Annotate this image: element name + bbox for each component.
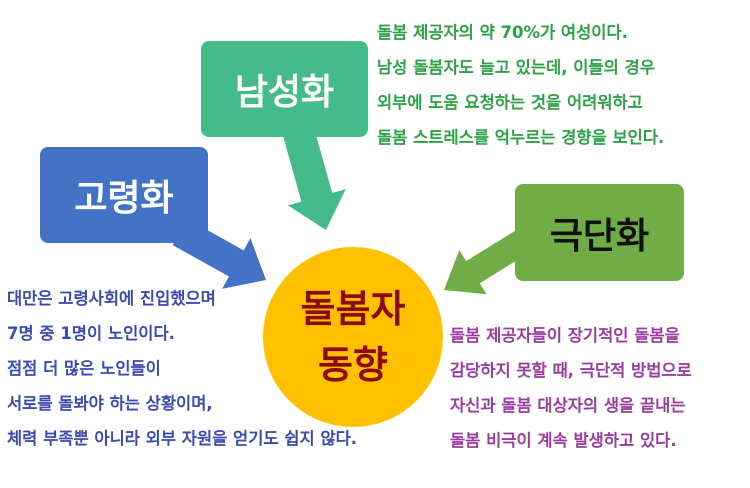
male-description-line: 외부에 도움 요청하는 것을 어려워하고 [377, 93, 643, 112]
extreme-description-line: 감당하지 못할 때, 극단적 방법으로 [450, 361, 692, 380]
extreme-trend-label: 극단화 [549, 215, 650, 257]
extreme-arrow [444, 228, 532, 295]
center-title-line1: 돌봄자 [300, 287, 406, 331]
aging-description-line: 체력 부족뿐 아니라 외부 자원을 얻기도 쉽지 않다. [7, 429, 358, 448]
extreme-trend-box: 극단화 [515, 184, 684, 281]
aging-description-line: 7명 중 1명이 노인이다. [7, 324, 175, 343]
extreme-description-line: 돌봄 제공자들이 장기적인 돌봄을 [450, 326, 680, 345]
male-trend-label: 남성화 [234, 72, 335, 113]
center-circle: 돌봄자 동향 [263, 247, 443, 427]
male-description-line: 남성 돌봄자도 늘고 있는데, 이들의 경우 [377, 58, 655, 77]
male-trend-box: 남성화 [201, 41, 368, 137]
aging-description-line: 대만은 고령사회에 진입했으며 [7, 289, 216, 308]
center-title-line2: 동향 [318, 343, 388, 387]
male-description: 돌봄 제공자의 약 70%가 여성이다. 남성 돌봄자도 늘고 있는데, 이들의… [377, 15, 664, 155]
extreme-description-line: 돌봄 비극이 계속 발생하고 있다. [450, 431, 677, 450]
aging-description-line: 서로를 돌봐야 하는 상황이며, [7, 394, 213, 413]
aging-description-line: 점점 더 많은 노인들이 [7, 359, 161, 378]
extreme-description-line: 자신과 돌봄 대상자의 생을 끝내는 [450, 396, 686, 415]
aging-trend-box: 고령화 [40, 147, 208, 243]
aging-description: 대만은 고령사회에 진입했으며 7명 중 1명이 노인이다. 점점 더 많은 노… [7, 281, 357, 456]
male-description-line: 돌봄 스트레스를 억누르는 경향을 보인다. [377, 128, 665, 147]
male-arrow [282, 125, 346, 230]
aging-trend-label: 고령화 [74, 178, 174, 219]
male-description-line: 돌봄 제공자의 약 70%가 여성이다. [377, 23, 628, 42]
extreme-description: 돌봄 제공자들이 장기적인 돌봄을 감당하지 못할 때, 극단적 방법으로 자신… [450, 318, 692, 458]
